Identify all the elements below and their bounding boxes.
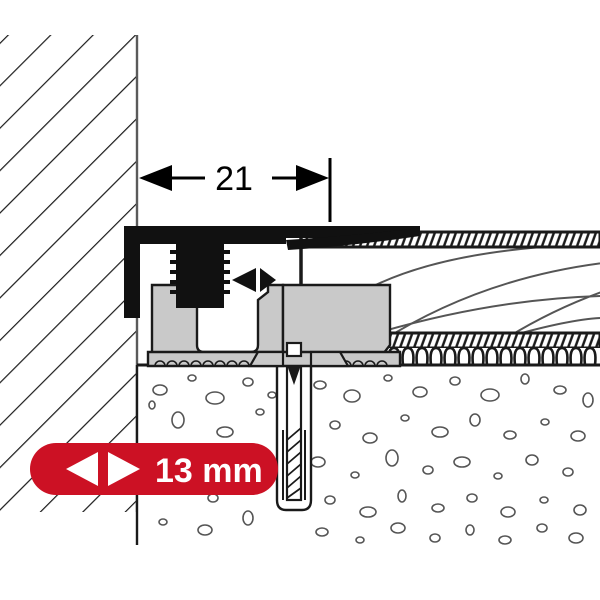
screw-thread bbox=[286, 427, 302, 499]
floor-layer bbox=[299, 230, 600, 350]
triangle-left-icon bbox=[66, 452, 98, 486]
profile-nose bbox=[286, 228, 420, 250]
wall-layer bbox=[0, 35, 139, 512]
screw-head-seat bbox=[285, 341, 303, 358]
dimension-label: 21 bbox=[215, 160, 253, 198]
double-arrow-horizontal-icon bbox=[232, 268, 276, 292]
concrete-substrate bbox=[135, 363, 600, 545]
triangle-right-icon bbox=[108, 452, 140, 486]
measurement-badge: 13 mm bbox=[30, 443, 278, 495]
dimension-arrow-left-icon bbox=[139, 165, 172, 191]
anchor-plug bbox=[275, 363, 313, 512]
profile-body bbox=[124, 226, 420, 318]
dimension-arrow-right-icon bbox=[296, 165, 329, 191]
screw-shank bbox=[285, 363, 303, 502]
dimension-21: 21 bbox=[139, 158, 332, 222]
badge-label: 13 mm bbox=[155, 452, 263, 490]
screw-countersink-icon bbox=[287, 365, 301, 385]
profile-threaded-post-left bbox=[170, 244, 200, 300]
